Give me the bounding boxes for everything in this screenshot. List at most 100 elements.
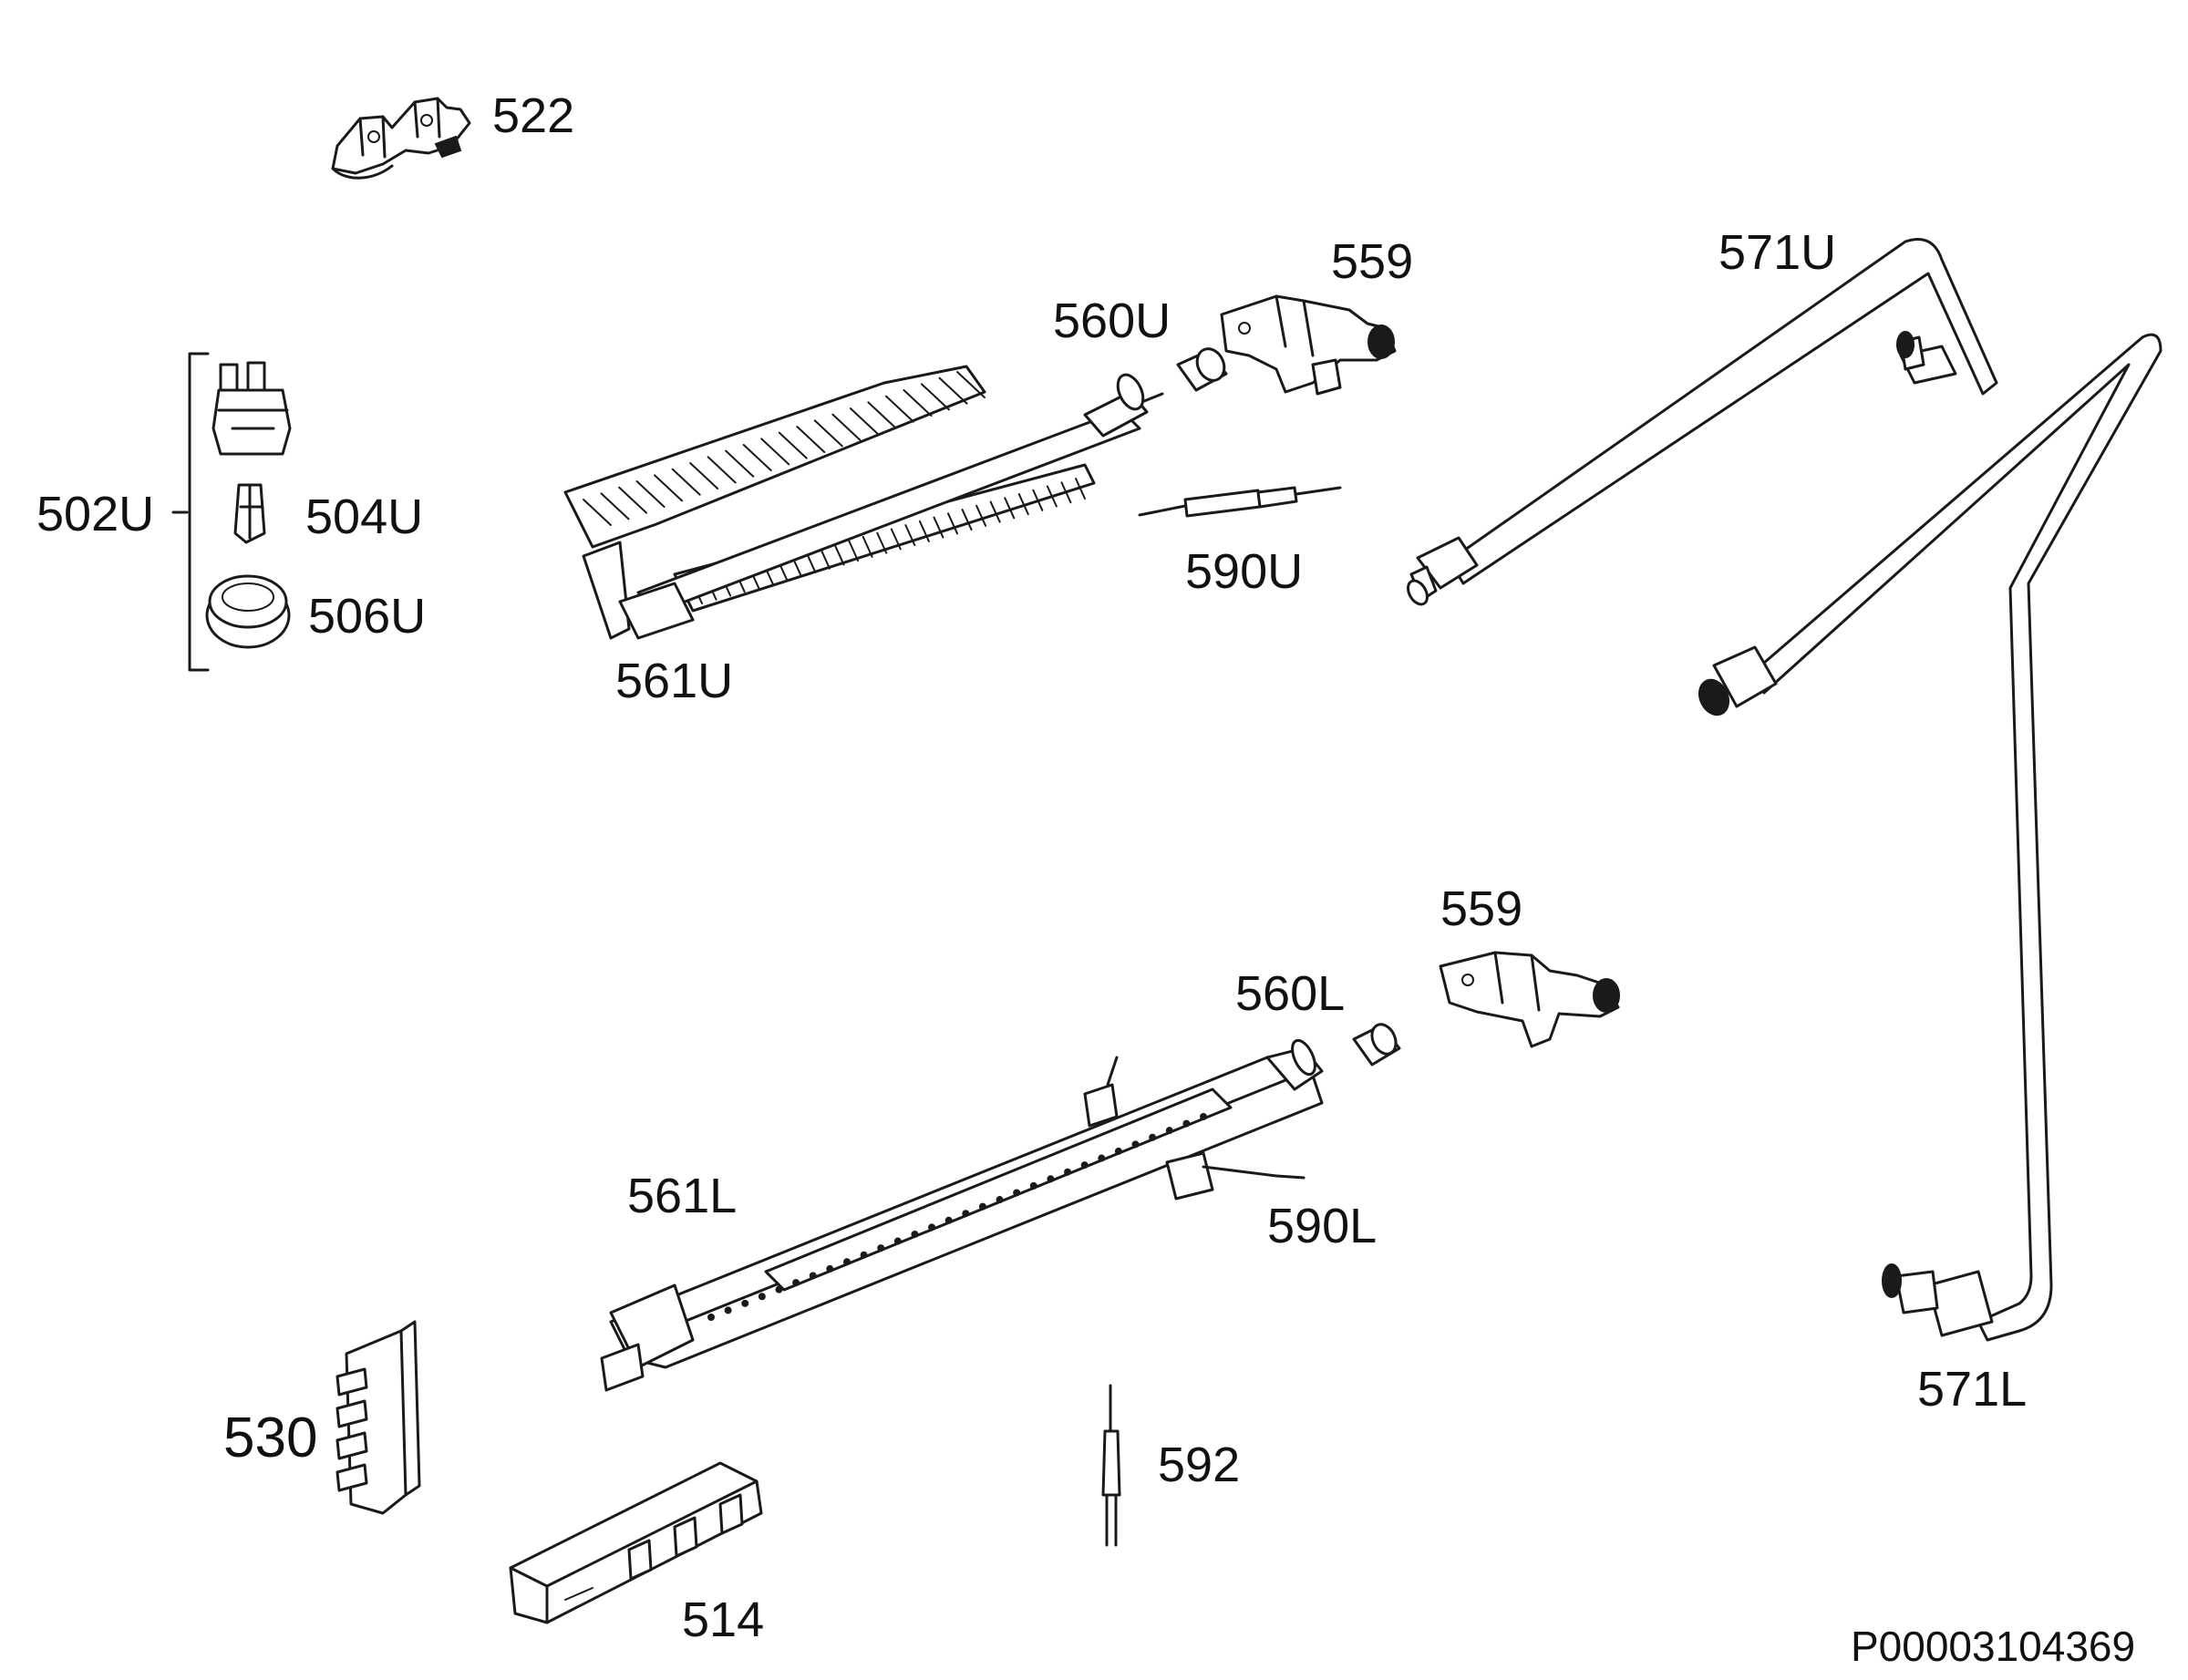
- label-560u: 560U: [1053, 294, 1171, 348]
- label-571u: 571U: [1718, 225, 1836, 280]
- drawing-line: [1046, 485, 1058, 508]
- drawing-line: [671, 468, 701, 496]
- burner-port: [842, 1258, 851, 1266]
- part-561u-burner: [563, 365, 1164, 640]
- burner-port: [962, 1210, 970, 1218]
- part-530-terminal: [335, 1320, 421, 1515]
- drawing-line: [956, 371, 986, 398]
- drawing-line: [890, 528, 902, 551]
- label-506u: 506U: [308, 589, 426, 644]
- drawing-line: [1032, 489, 1044, 511]
- drawing-line: [947, 512, 958, 535]
- burner-port: [758, 1293, 766, 1301]
- terminal-slot: [335, 1463, 368, 1492]
- drawing-line: [796, 426, 826, 453]
- drawing-line: [820, 547, 831, 570]
- drawing-line: [1075, 478, 1086, 500]
- burner-port: [1029, 1181, 1037, 1190]
- burner-port: [1200, 1113, 1207, 1120]
- drawing-line: [961, 509, 973, 531]
- drawing-line: [600, 492, 630, 520]
- drawing-line: [833, 543, 845, 566]
- label-559-lower: 559: [1440, 881, 1522, 936]
- reference-number: P00003104369: [1851, 1623, 2135, 1670]
- part-522-bracket: [331, 97, 471, 180]
- burner-port: [1182, 1119, 1191, 1128]
- label-571l: 571L: [1917, 1362, 2027, 1417]
- burner-port: [1098, 1154, 1106, 1162]
- drawing-line: [876, 531, 888, 554]
- drawing-line: [689, 462, 719, 490]
- label-561u: 561U: [615, 654, 733, 708]
- part-571l-pipe: [1698, 333, 2162, 1342]
- terminal-slot: [335, 1399, 368, 1428]
- drawing-line: [583, 499, 612, 526]
- drawing-line: [707, 456, 737, 484]
- drawing-line: [813, 419, 843, 448]
- module-pin: [673, 1516, 698, 1558]
- part-560u-nut: [1176, 347, 1228, 392]
- drawing-line: [904, 524, 916, 547]
- drawing-line: [867, 401, 897, 429]
- label-590u: 590U: [1185, 544, 1303, 599]
- burner-port: [1013, 1189, 1021, 1197]
- part-504u-pin: [233, 483, 266, 544]
- part-561l-burner: [600, 1038, 1324, 1392]
- part-506u-knob: [205, 574, 291, 649]
- label-504u: 504U: [305, 490, 423, 544]
- module-pin: [627, 1539, 653, 1581]
- drawing-line: [933, 516, 944, 539]
- part-559l-valve: [1439, 951, 1620, 1048]
- module-pin: [718, 1493, 744, 1535]
- burner-port: [1047, 1175, 1055, 1183]
- drawing-line: [862, 535, 873, 558]
- drawing-line: [618, 486, 648, 514]
- drawing-line: [920, 383, 950, 411]
- label-514: 514: [682, 1592, 764, 1647]
- part-502u-group: [171, 352, 210, 672]
- part-592-probe: [1101, 1384, 1121, 1547]
- burner-port: [1149, 1133, 1157, 1141]
- burner-port: [893, 1237, 902, 1245]
- drawing-line: [760, 438, 790, 466]
- burner-port: [877, 1244, 885, 1252]
- drawing-line: [849, 407, 879, 435]
- label-502u: 502U: [36, 487, 154, 541]
- burner-port: [775, 1285, 783, 1293]
- burner-port: [1131, 1140, 1140, 1149]
- label-522: 522: [492, 88, 574, 143]
- part-571u-pipe: [1407, 238, 1998, 606]
- burner-port: [792, 1279, 800, 1287]
- burner-port: [996, 1196, 1004, 1204]
- drawing-line: [989, 500, 1001, 523]
- part-502u-switch: [212, 361, 292, 456]
- drawing-line: [1017, 493, 1029, 516]
- terminal-slot: [335, 1431, 368, 1460]
- drawing-line: [1004, 497, 1016, 520]
- drawing-line: [918, 520, 930, 542]
- burner-port: [944, 1216, 953, 1224]
- burner-port: [809, 1272, 817, 1280]
- part-590l-probe: [1165, 1151, 1306, 1201]
- label-560l: 560L: [1235, 966, 1345, 1021]
- drawing-line: [884, 395, 914, 423]
- drawing-line: [778, 431, 808, 459]
- label-592: 592: [1158, 1438, 1240, 1492]
- part-560l-nut: [1352, 1023, 1401, 1067]
- drawing-line: [742, 444, 772, 471]
- drawing-line: [635, 480, 666, 508]
- drawing-line: [938, 376, 968, 405]
- burner-port: [911, 1230, 919, 1238]
- drawing-line: [1060, 481, 1072, 504]
- drawing-line: [975, 504, 987, 527]
- burner-port: [978, 1202, 986, 1211]
- terminal-slot: [335, 1367, 368, 1397]
- drawing-line: [725, 449, 755, 478]
- burner-port: [860, 1251, 868, 1259]
- burner-port: [1114, 1147, 1122, 1155]
- drawing-line: [848, 540, 860, 562]
- drawing-line: [654, 474, 684, 502]
- label-559-upper: 559: [1331, 234, 1413, 289]
- burner-port: [826, 1264, 834, 1273]
